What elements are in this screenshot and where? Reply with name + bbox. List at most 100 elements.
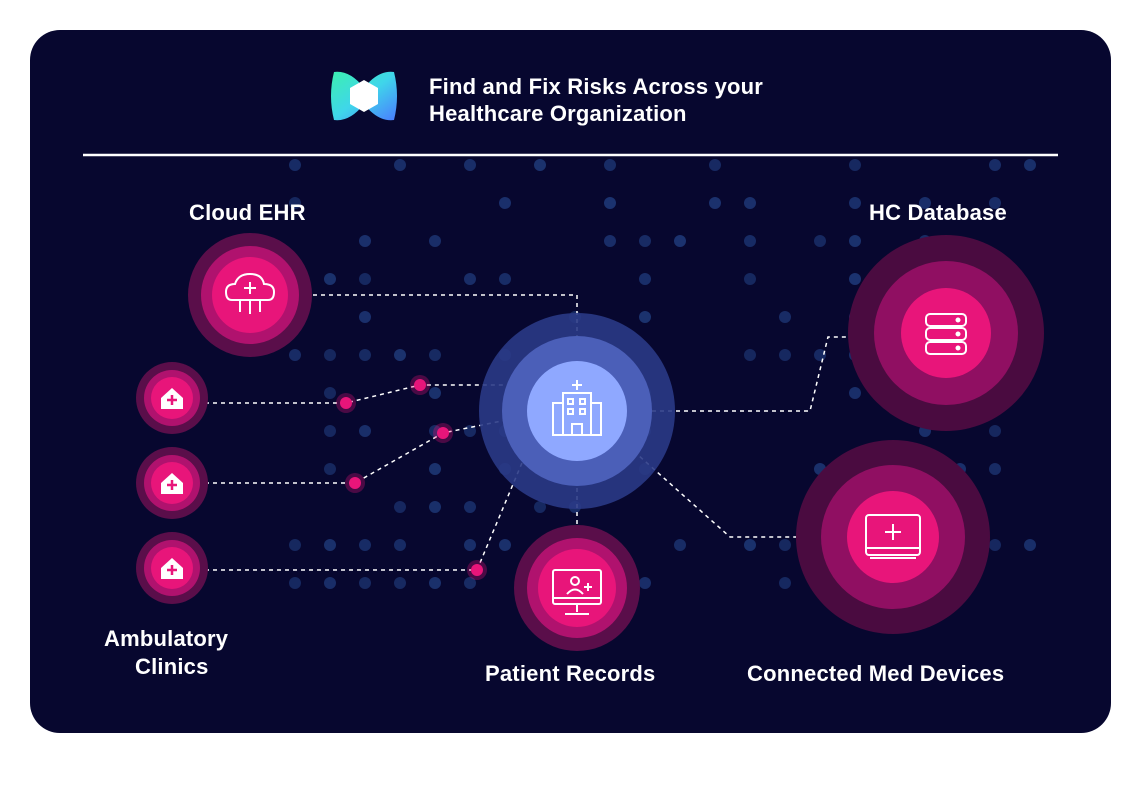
grid-dot (324, 349, 336, 361)
grid-dot (324, 425, 336, 437)
grid-dot (359, 425, 371, 437)
hc-database-label: HC Database (869, 200, 1007, 225)
grid-dot (499, 539, 511, 551)
grid-dot (359, 235, 371, 247)
grid-dot (814, 349, 826, 361)
grid-dot (394, 349, 406, 361)
clinic-house-icon (161, 388, 183, 409)
grid-dot (674, 539, 686, 551)
grid-dot (394, 577, 406, 589)
grid-dot (429, 463, 441, 475)
grid-dot (394, 539, 406, 551)
grid-dot (289, 197, 301, 209)
grid-dot (534, 159, 546, 171)
grid-dot (744, 197, 756, 209)
grid-dot (989, 159, 1001, 171)
ambulatory-label-line-2: Clinics (135, 654, 209, 679)
monitor-plus-icon (865, 514, 921, 559)
grid-dot (324, 539, 336, 551)
grid-dot (744, 349, 756, 361)
grid-dot (1024, 539, 1036, 551)
grid-dot (464, 273, 476, 285)
grid-dot (989, 463, 1001, 475)
hospital-building-icon (552, 380, 602, 436)
grid-dot (709, 159, 721, 171)
grid-dot (464, 577, 476, 589)
database-icon (925, 313, 967, 355)
grid-dot (779, 577, 791, 589)
central-hub-node[interactable] (479, 313, 675, 509)
clinic-node-1[interactable] (136, 362, 208, 434)
grid-dot (359, 539, 371, 551)
grid-dot (464, 501, 476, 513)
med-devices-label: Connected Med Devices (747, 661, 1005, 686)
clinic-node-3[interactable] (136, 532, 208, 604)
grid-dot (814, 235, 826, 247)
hc-database-node[interactable] (848, 235, 1044, 431)
grid-dot (639, 273, 651, 285)
grid-dot (429, 577, 441, 589)
page-title-line-2: Healthcare Organization (429, 101, 687, 126)
grid-dot (324, 387, 336, 399)
grid-dot (639, 577, 651, 589)
grid-dot (359, 349, 371, 361)
grid-dot (429, 235, 441, 247)
grid-dot (604, 159, 616, 171)
grid-dot (429, 501, 441, 513)
ambulatory-label-line-1: Ambulatory (104, 626, 229, 651)
grid-dot (429, 387, 441, 399)
grid-dot (989, 197, 1001, 209)
grid-dot (534, 501, 546, 513)
grid-dot (744, 235, 756, 247)
patient-records-node[interactable] (514, 525, 640, 651)
grid-dot (324, 273, 336, 285)
grid-dot (779, 311, 791, 323)
grid-dot (499, 197, 511, 209)
junction-dots (336, 375, 487, 580)
hexagon-logo-icon (331, 71, 397, 121)
grid-dot (849, 159, 861, 171)
grid-dot (849, 197, 861, 209)
grid-dot (359, 577, 371, 589)
page-title-line-1: Find and Fix Risks Across your (429, 74, 764, 99)
grid-dot (429, 349, 441, 361)
grid-dot (499, 273, 511, 285)
grid-dot (464, 159, 476, 171)
grid-dot (709, 197, 721, 209)
grid-dot (394, 501, 406, 513)
grid-dot (779, 539, 791, 551)
clinic-house-icon (161, 558, 183, 579)
cloud-ehr-label: Cloud EHR (189, 200, 306, 225)
med-devices-node[interactable] (796, 440, 990, 634)
clinic-node-2[interactable] (136, 447, 208, 519)
cloud-plus-icon (224, 272, 276, 314)
grid-dot (744, 273, 756, 285)
grid-dot (289, 159, 301, 171)
cloud-ehr-node[interactable] (188, 233, 312, 357)
patient-records-label: Patient Records (485, 661, 656, 686)
grid-dot (1024, 159, 1036, 171)
grid-dot (324, 463, 336, 475)
grid-dot (289, 539, 301, 551)
clinic-house-icon (161, 473, 183, 494)
patient-monitor-icon (552, 569, 602, 615)
grid-dot (639, 311, 651, 323)
grid-dot (849, 387, 861, 399)
grid-dot (394, 159, 406, 171)
grid-dot (464, 539, 476, 551)
grid-dot (779, 349, 791, 361)
grid-dot (359, 273, 371, 285)
grid-dot (989, 425, 1001, 437)
grid-dot (289, 577, 301, 589)
grid-dot (289, 349, 301, 361)
grid-dot (744, 539, 756, 551)
grid-dot (849, 273, 861, 285)
grid-dot (324, 577, 336, 589)
grid-dot (919, 197, 931, 209)
grid-dot (604, 235, 616, 247)
grid-dot (989, 539, 1001, 551)
line-cloud-ehr (305, 294, 578, 388)
grid-dot (639, 235, 651, 247)
grid-dot (674, 235, 686, 247)
